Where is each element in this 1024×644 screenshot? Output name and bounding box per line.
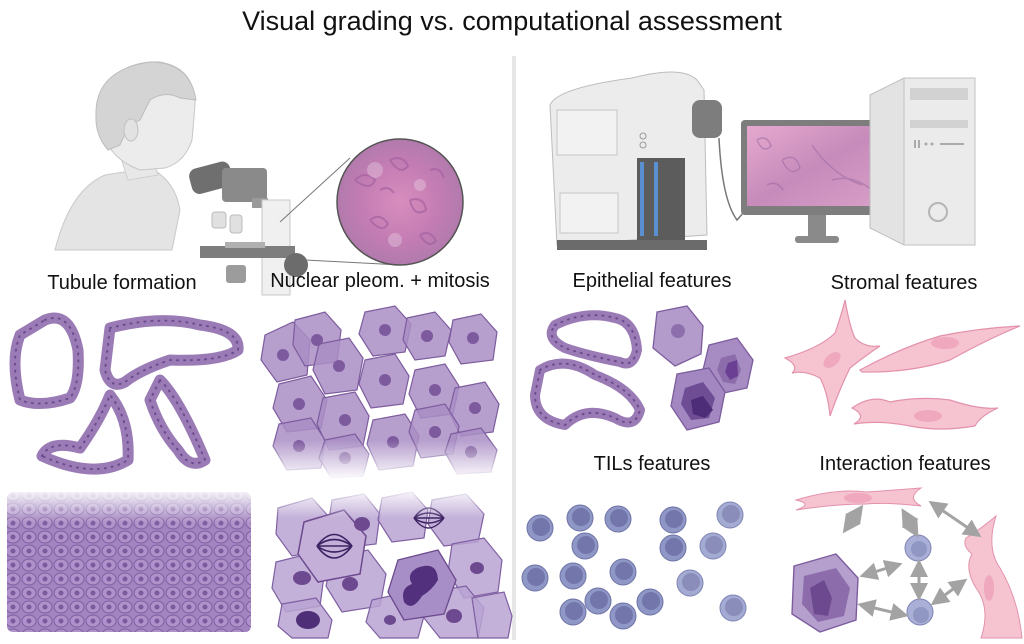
epithelial-features-label: Epithelial features bbox=[572, 270, 732, 292]
figure-title: Visual grading vs. computational assessm… bbox=[242, 6, 782, 36]
stromal-features-label: Stromal features bbox=[830, 272, 978, 294]
pathologist-illustration bbox=[54, 61, 464, 296]
monitor-icon bbox=[741, 120, 893, 243]
pleomorphic-mitotic-cells bbox=[271, 488, 513, 639]
tubule-formation-label: Tubule formation bbox=[47, 272, 197, 294]
cell-interaction-network bbox=[791, 487, 1023, 639]
tubules-well-formed bbox=[9, 312, 244, 475]
magnified-tissue-view bbox=[336, 138, 464, 266]
panel-divider bbox=[512, 56, 516, 640]
cells-uniform-nuclei bbox=[255, 305, 505, 480]
solid-cell-sheet bbox=[5, 488, 255, 632]
nuclear-pleomorphism-label: Nuclear pleom. + mitosis bbox=[270, 270, 490, 292]
digital-pathology-setup bbox=[549, 71, 976, 250]
computer-tower-icon bbox=[869, 77, 976, 246]
slide-scanner-icon bbox=[549, 71, 722, 250]
microscope-icon bbox=[189, 161, 308, 296]
interaction-features-label: Interaction features bbox=[819, 453, 991, 475]
epithelial-cells bbox=[530, 305, 754, 431]
tils-features-label: TILs features bbox=[593, 453, 711, 475]
stromal-fibroblasts bbox=[783, 299, 1021, 430]
tils-lymphocytes bbox=[521, 501, 747, 630]
